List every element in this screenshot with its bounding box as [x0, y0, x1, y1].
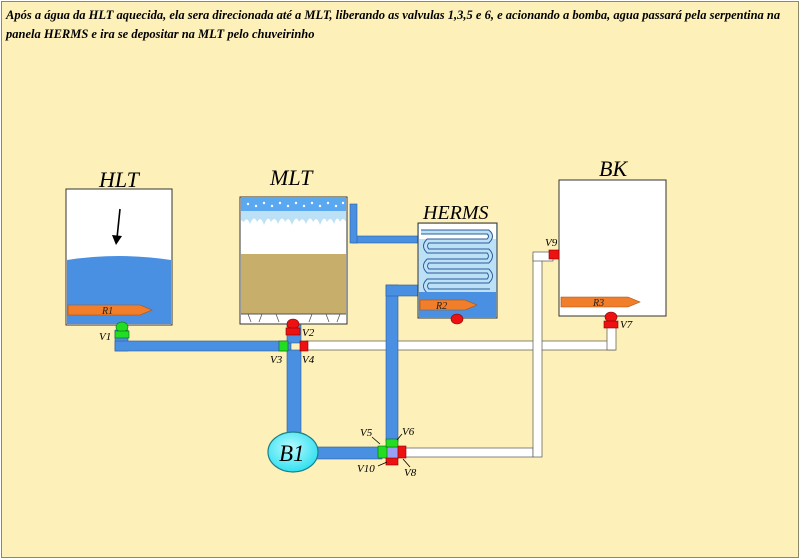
mlt-label: MLT	[269, 165, 314, 190]
pump-b1[interactable]: B1	[267, 431, 319, 473]
valve-v1-label: V1	[99, 331, 111, 343]
valve-v4-label: V4	[302, 354, 315, 366]
valve-v7[interactable]	[603, 311, 619, 329]
valve-v8[interactable]	[397, 445, 407, 459]
valve-v10[interactable]	[385, 457, 399, 466]
hlt-label: HLT	[98, 167, 141, 192]
herms-vessel: R2 HERMS	[417, 202, 498, 325]
bk-tank	[558, 179, 667, 317]
hlt-resistance-label: R1	[101, 306, 113, 317]
pipe-bk-riser	[532, 254, 543, 458]
pipe-return-top	[305, 340, 616, 351]
valve-v1[interactable]	[114, 321, 130, 339]
herms-drain-valve	[450, 313, 464, 325]
valve-v2[interactable]	[285, 318, 301, 336]
valve-v5-label: V5	[360, 427, 373, 439]
valve-v9-label: V9	[545, 237, 558, 249]
valve-v10-label: V10	[357, 463, 375, 475]
valve-v7-label: V7	[620, 319, 633, 331]
valve-v4[interactable]	[299, 340, 309, 352]
mlt-sparge-arm	[241, 198, 346, 211]
bk-label: BK	[599, 156, 628, 181]
mlt-false-bottom-slots	[247, 313, 341, 323]
bk-resistance	[560, 296, 641, 308]
mlt-malt-bed	[241, 254, 346, 314]
pipe-herms-outlet	[351, 235, 420, 244]
pipe-to-bk	[400, 447, 534, 458]
valve-v9[interactable]	[548, 249, 560, 260]
mlt-sparge-holes	[246, 201, 345, 208]
bk-resistance-label: R3	[592, 298, 604, 309]
junction-pointers	[371, 433, 411, 468]
pump-label: B1	[279, 441, 305, 466]
hlt-vessel: R1 HLT	[65, 167, 173, 326]
valve-v2-label: V2	[302, 327, 315, 339]
valve-v8-label: V8	[404, 467, 417, 479]
hlt-resistance	[67, 304, 153, 316]
hlt-arrow-shaft	[116, 208, 121, 239]
pipe-herms-inlet	[385, 284, 419, 297]
pipe-sparge-riser	[349, 203, 358, 244]
valve-v6-label: V6	[402, 426, 415, 438]
herms-resistance-label: R2	[435, 301, 447, 312]
pipe-v7-drop	[606, 326, 617, 351]
valve-v5[interactable]	[377, 445, 388, 459]
mlt-sparge-spray	[241, 211, 346, 225]
mlt-vessel: MLT	[239, 165, 348, 325]
valve-v3-label: V3	[270, 354, 283, 366]
hlt-arrow-head	[112, 235, 122, 245]
valve-v3[interactable]	[278, 340, 289, 352]
herms-resistance	[419, 299, 478, 311]
bk-vessel: R3 BK	[558, 156, 667, 317]
junction-block	[385, 446, 399, 460]
herms-coil	[421, 230, 492, 293]
inactive-pipes	[305, 251, 617, 458]
herms-label: HERMS	[422, 202, 489, 224]
pipe-hlt-to-v3	[114, 340, 292, 352]
pipe-up-to-herms	[385, 284, 399, 442]
process-description: Após a água da HLT aquecida, ela sera di…	[6, 8, 781, 41]
valve-v6[interactable]	[385, 438, 399, 448]
